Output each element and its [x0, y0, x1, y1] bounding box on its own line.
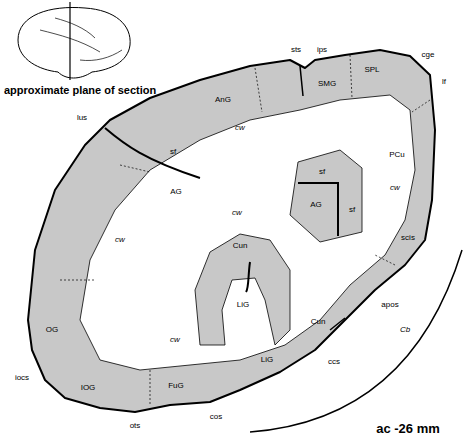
boundary-line — [412, 100, 430, 112]
region-label: LiG — [237, 301, 249, 309]
brain-thumbnail — [18, 7, 130, 78]
region-label: cw — [232, 209, 242, 217]
region-label: cw — [235, 124, 245, 132]
sulcus-line — [105, 128, 200, 178]
boundary-line — [60, 280, 95, 281]
region-label: scis — [401, 234, 415, 242]
region-label: sts — [291, 46, 301, 54]
region-label: SPL — [364, 66, 379, 74]
boundary-line — [150, 370, 151, 406]
area-boundaries — [60, 55, 430, 406]
boundary-line — [255, 68, 262, 112]
region-label: sf — [319, 168, 325, 176]
region-label: Cun — [311, 318, 326, 326]
region-label: iocs — [15, 374, 29, 382]
region-label: ccs — [328, 358, 340, 366]
boundary-line — [375, 255, 395, 265]
region-label: cw — [115, 236, 125, 244]
region-label: PCu — [389, 151, 405, 159]
region-label: cge — [422, 51, 435, 59]
region-label: AnG — [215, 96, 231, 104]
region-label: lf — [442, 78, 446, 86]
region-label: ips — [317, 46, 327, 54]
sulcus-line — [300, 66, 303, 96]
region-label: IOG — [81, 384, 96, 392]
boundary-line — [350, 55, 352, 98]
region-label: ots — [130, 422, 141, 430]
gray-matter — [28, 50, 435, 412]
region-label: Cun — [233, 242, 248, 250]
region-label: cos — [210, 413, 222, 421]
sulcus-line — [246, 262, 250, 292]
region-label: sf — [170, 148, 176, 156]
white-matter — [80, 95, 415, 370]
region-label: sf — [349, 206, 355, 214]
region-label: OG — [46, 326, 58, 334]
region-label: cw — [390, 184, 400, 192]
sulcus-line — [298, 183, 338, 236]
region-label: cw — [170, 336, 180, 344]
region-label: AG — [310, 201, 322, 209]
figure-annotation: approximate plane of section — [4, 85, 156, 96]
region-label: LiG — [261, 356, 273, 364]
region-label: apos — [381, 301, 398, 309]
sulcus-line — [330, 318, 345, 330]
region-label: lus — [77, 114, 87, 122]
plane-of-section-line — [69, 2, 70, 80]
region-label: FuG — [168, 382, 184, 390]
region-label: AG — [170, 188, 182, 196]
thumbnail-sulcus — [40, 18, 122, 61]
region-label: Cb — [400, 326, 410, 334]
figure-annotation: ac -26 mm — [376, 422, 440, 435]
cuneus-lingual-gyri — [195, 234, 290, 345]
region-label: SMG — [318, 80, 336, 88]
boundary-line — [120, 165, 150, 172]
angular-gyrus-fold — [290, 150, 362, 242]
